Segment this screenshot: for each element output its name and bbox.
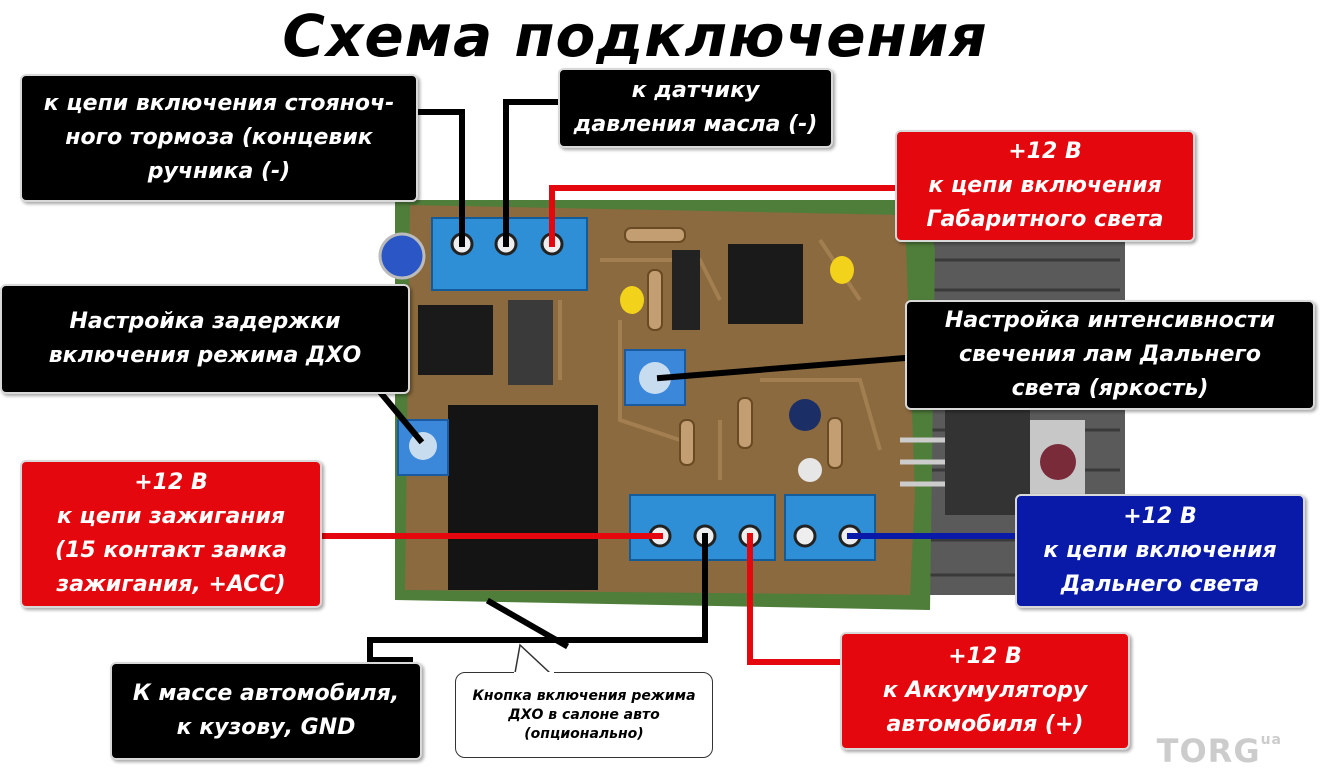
diagram-title: Схема подключения <box>282 2 988 70</box>
label-button-line2: ДХО в салоне авто <box>508 706 660 723</box>
label-handbrake-line3: ручника (-) <box>147 159 291 184</box>
label-battery-line2: к Аккумулятору <box>882 678 1088 703</box>
label-button-line3: (опционально) <box>524 725 644 742</box>
label-battery-line1: +12 В <box>948 644 1022 669</box>
label-parking-lights: +12 В к цепи включения Габаритного света <box>895 130 1195 242</box>
label-high-beam-line3: Дальнего света <box>1060 572 1260 597</box>
label-button-note: Кнопка включения режима ДХО в салоне авт… <box>455 672 713 758</box>
label-handbrake: к цепи включения стояноч- ного тормоза (… <box>20 74 418 202</box>
label-brightness: Настройка интенсивности свечения лам Дал… <box>905 300 1315 410</box>
label-battery-line3: автомобиля (+) <box>886 712 1084 737</box>
label-high-beam: +12 В к цепи включения Дальнего света <box>1015 494 1305 608</box>
label-parking-lights-line2: к цепи включения <box>928 173 1162 198</box>
label-brightness-line2: свечения лам Дальнего <box>958 342 1262 367</box>
label-ground: К массе автомобиля, к кузову, GND <box>110 662 422 760</box>
label-ignition: +12 В к цепи зажигания (15 контакт замка… <box>20 460 322 608</box>
label-delay-line2: включения режима ДХО <box>48 343 362 368</box>
label-handbrake-line1: к цепи включения стояноч- <box>43 91 395 116</box>
label-delay: Настройка задержки включения режима ДХО <box>0 284 410 394</box>
watermark-sub: ua <box>1260 732 1282 748</box>
label-ignition-line1: +12 В <box>134 470 208 495</box>
label-high-beam-line2: к цепи включения <box>1043 538 1277 563</box>
label-delay-line1: Настройка задержки <box>69 309 341 334</box>
chip-left <box>418 305 493 375</box>
label-oil-sensor-line1: к датчику <box>631 78 760 103</box>
label-brightness-line3: света (яркость) <box>1011 376 1209 401</box>
component-dark <box>672 250 700 330</box>
regulator <box>508 300 553 385</box>
wire-handbrake <box>415 109 465 247</box>
label-parking-lights-line1: +12 В <box>1008 139 1082 164</box>
label-brightness-line1: Настройка интенсивности <box>944 308 1276 333</box>
label-oil-sensor-line2: давления масла (-) <box>573 112 818 137</box>
label-ground-line2: к кузову, GND <box>176 715 356 740</box>
label-battery: +12 В к Аккумулятору автомобиля (+) <box>840 632 1130 750</box>
wire-ground <box>367 533 708 663</box>
chip-right <box>728 244 803 324</box>
relay <box>448 405 598 590</box>
label-ground-line1: К массе автомобиля, <box>132 681 400 706</box>
label-button-line1: Кнопка включения режима <box>472 687 696 704</box>
wire-button-switch <box>485 597 570 650</box>
button-note-pointer <box>514 643 554 678</box>
label-oil-sensor: к датчику давления масла (-) <box>558 68 833 148</box>
capacitor <box>378 232 426 280</box>
label-ignition-line4: зажигания, +ACC) <box>56 572 286 597</box>
label-parking-lights-line3: Габаритного света <box>926 207 1164 232</box>
wire-parking <box>549 185 898 247</box>
watermark-logo: TORGua <box>1157 732 1282 770</box>
wire-brightness <box>656 354 909 382</box>
label-high-beam-line1: +12 В <box>1123 504 1197 529</box>
wire-battery <box>747 533 843 665</box>
label-ignition-line2: к цепи зажигания <box>56 504 286 529</box>
label-ignition-line3: (15 контакт замка <box>55 538 287 563</box>
watermark-main: TORG <box>1156 732 1261 770</box>
label-handbrake-line2: ного тормоза (концевик <box>65 125 373 150</box>
wire-oil <box>503 99 563 247</box>
